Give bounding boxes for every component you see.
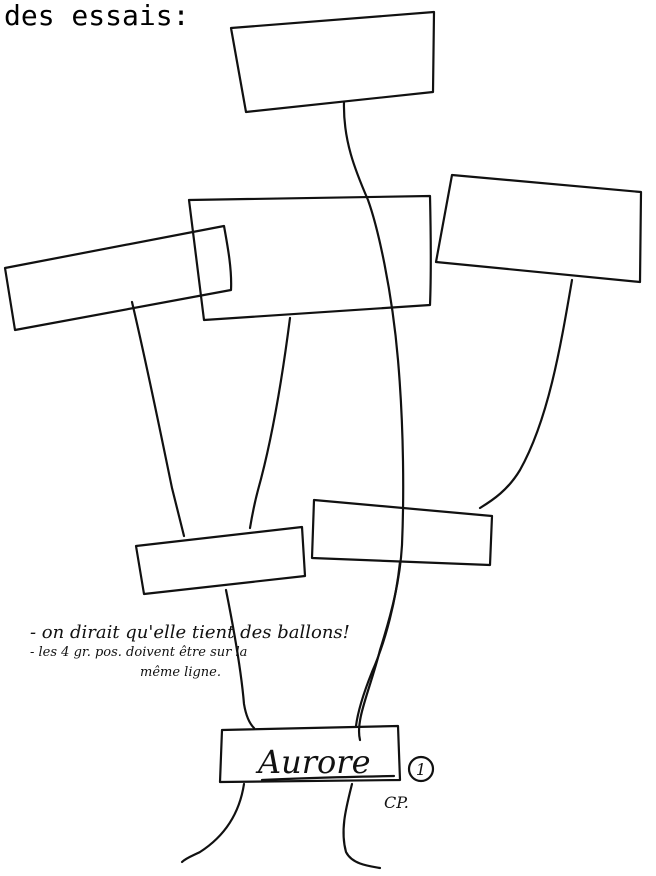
string-middle-center <box>250 318 290 528</box>
top-box <box>231 12 434 112</box>
string-lower-right <box>356 562 400 726</box>
string-bottom-left <box>182 784 244 862</box>
middle-left-box <box>5 226 231 330</box>
string-middle-right <box>480 280 572 508</box>
lower-left-box <box>136 527 305 594</box>
circled-number: 1 <box>416 760 426 779</box>
middle-right-box <box>436 175 641 282</box>
note-line-1: - on dirait qu'elle tient des ballons! <box>30 622 350 643</box>
string-bottom-right <box>344 784 380 868</box>
note-line-3: même ligne. <box>140 665 221 680</box>
middle-center-box <box>189 196 431 320</box>
note-line-2: - les 4 gr. pos. doivent être sur la <box>30 645 247 660</box>
string-middle-left <box>132 302 184 536</box>
initials: CP. <box>384 793 409 812</box>
bottom-box-name: Aurore <box>255 743 371 781</box>
